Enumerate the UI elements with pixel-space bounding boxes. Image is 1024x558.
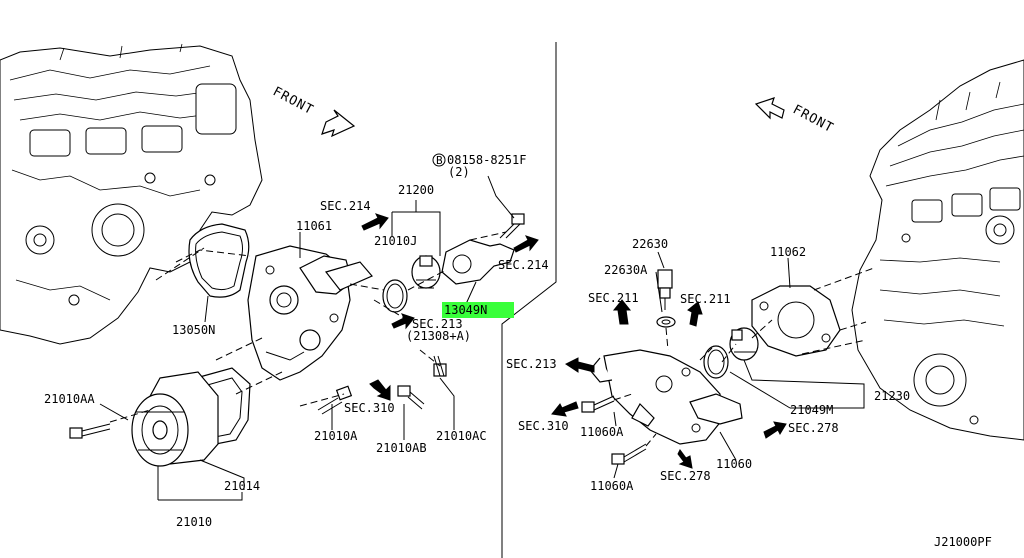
front-arrow-right bbox=[754, 97, 785, 120]
front-label-right: FRONT bbox=[790, 102, 836, 136]
part-13049n: 13049N bbox=[444, 303, 487, 317]
sec-214-b: SEC.214 bbox=[498, 258, 549, 272]
part-21010aa: 21010AA bbox=[44, 392, 95, 406]
arrow-sec310-a bbox=[369, 379, 391, 401]
washer-22630a bbox=[656, 316, 676, 328]
sec-211-b: SEC.211 bbox=[680, 292, 731, 306]
engine-block-right bbox=[851, 59, 1024, 441]
part-21010j: 21010J bbox=[374, 234, 417, 248]
gasket-13050n bbox=[188, 223, 250, 298]
sec-213-b: SEC.213 bbox=[506, 357, 557, 371]
part-21010: 21010 bbox=[176, 515, 212, 529]
sec-310-b: SEC.310 bbox=[518, 419, 569, 433]
arrow-sec211-b bbox=[687, 301, 703, 327]
engine-block-left bbox=[0, 43, 263, 345]
part-11060: 11060 bbox=[716, 457, 752, 471]
temp-sensor-22630 bbox=[657, 269, 673, 310]
arrow-sec213-a bbox=[391, 313, 415, 330]
arrow-sec214-b bbox=[513, 235, 539, 253]
water-inlet-13049n bbox=[441, 239, 515, 285]
front-arrow-left bbox=[321, 109, 356, 138]
sec-214-a: SEC.214 bbox=[320, 199, 371, 213]
part-11060a-1: 11060A bbox=[580, 425, 624, 439]
arrow-sec310-b bbox=[551, 401, 579, 417]
arrow-sec211-a bbox=[612, 299, 632, 325]
part-21200: 21200 bbox=[398, 183, 434, 197]
highlight-13049n bbox=[442, 302, 514, 318]
part-11060a-2: 11060A bbox=[590, 479, 634, 493]
part-13050n: 13050N bbox=[172, 323, 215, 337]
thermostat-21200 bbox=[411, 255, 441, 289]
arrow-sec278-a bbox=[763, 421, 787, 439]
o-ring-21010j bbox=[382, 279, 408, 313]
part-08158-qty: (2) bbox=[448, 165, 470, 179]
part-21230: 21230 bbox=[874, 389, 910, 403]
front-label-left: FRONT bbox=[270, 84, 316, 118]
diagram-code: J21000PF bbox=[934, 535, 992, 549]
bolt-21010ab bbox=[397, 385, 425, 410]
bolt-symbol-icon bbox=[432, 153, 446, 167]
part-08158-8251f: 08158-8251F bbox=[447, 153, 526, 167]
bolt-21010ac bbox=[433, 355, 447, 377]
sec-211-a: SEC.211 bbox=[588, 291, 639, 305]
part-21014: 21014 bbox=[224, 479, 260, 493]
part-21010ab: 21010AB bbox=[376, 441, 427, 455]
arrow-sec213-b bbox=[565, 357, 595, 373]
bolt-11060a-1 bbox=[581, 395, 615, 413]
part-11061: 11061 bbox=[296, 219, 332, 233]
bolt-21010aa bbox=[69, 423, 111, 439]
part-22630a: 22630A bbox=[604, 263, 648, 277]
sec-278-a: SEC.278 bbox=[788, 421, 839, 435]
arrow-sec214-a bbox=[361, 213, 389, 231]
bolt-08158-8251f bbox=[499, 213, 525, 239]
water-outlet-11060 bbox=[589, 349, 743, 445]
divider-line bbox=[501, 42, 557, 558]
bolt-11060a-2 bbox=[611, 443, 647, 465]
bolt-symbol-letter: B bbox=[436, 154, 443, 167]
sec-310-a: SEC.310 bbox=[344, 401, 395, 415]
gasket-11062 bbox=[751, 285, 841, 357]
part-21308a: (21308+A) bbox=[406, 329, 471, 343]
o-ring-21230 bbox=[703, 345, 729, 379]
part-21010a: 21010A bbox=[314, 429, 358, 443]
part-22630: 22630 bbox=[632, 237, 668, 251]
water-pump-21010 bbox=[131, 367, 251, 467]
sec-213-a: SEC.213 bbox=[412, 317, 463, 331]
water-outlet-11061 bbox=[247, 245, 373, 381]
arrow-sec278-b bbox=[677, 449, 693, 469]
part-21010ac: 21010AC bbox=[436, 429, 487, 443]
thermostat-21049m bbox=[729, 327, 759, 361]
part-11062: 11062 bbox=[770, 245, 806, 259]
part-21049m: 21049M bbox=[790, 403, 833, 417]
sec-278-b: SEC.278 bbox=[660, 469, 711, 483]
